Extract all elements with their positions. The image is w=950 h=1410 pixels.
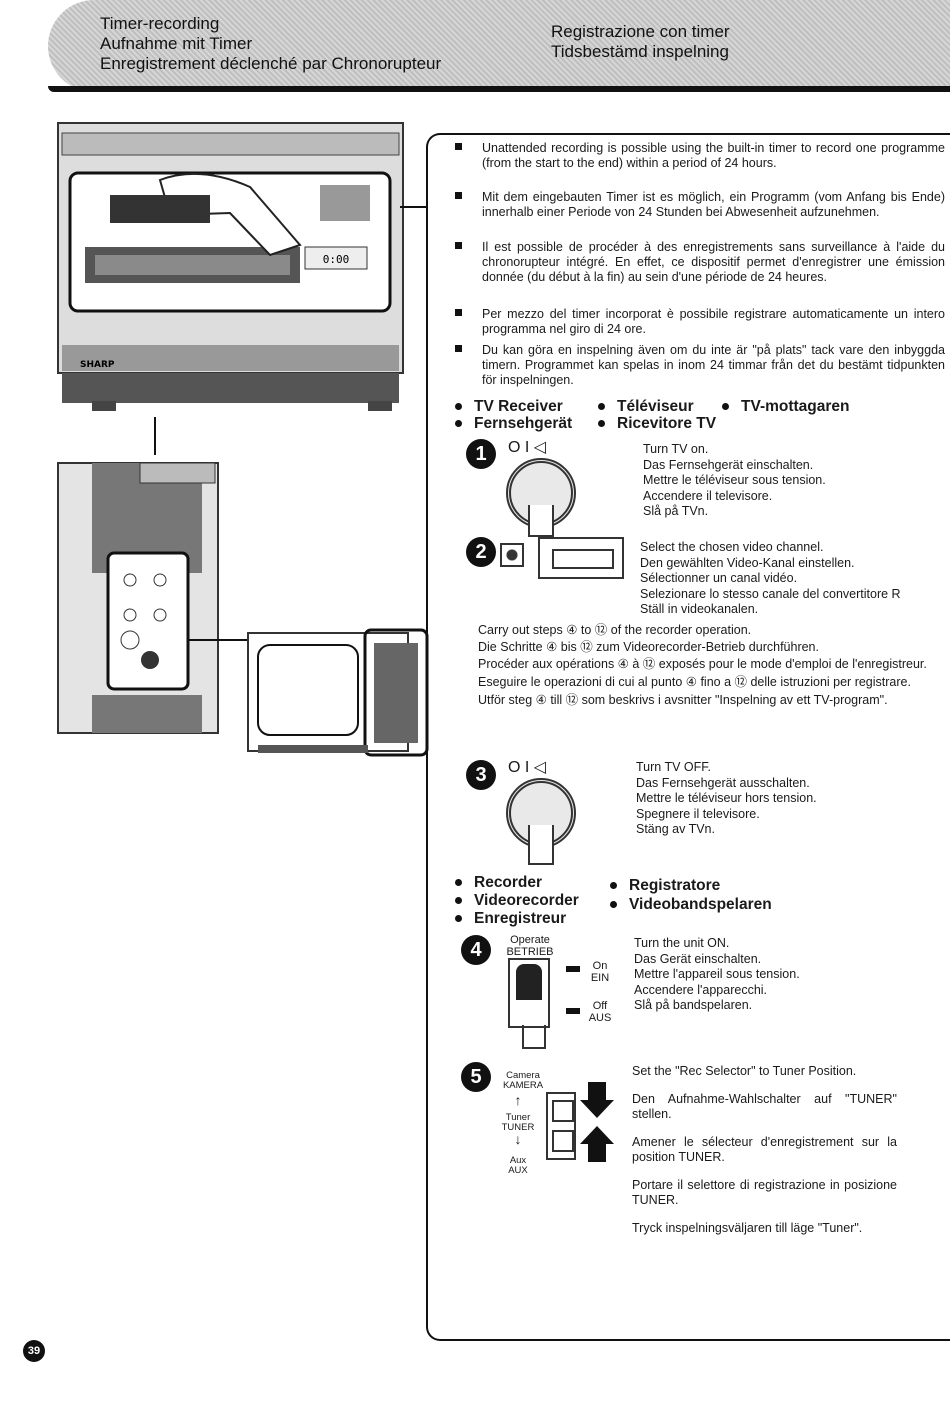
title-sv: Tidsbestämd inspelning — [551, 42, 729, 61]
step-5-text: Set the "Rec Selector" to Tuner Position… — [632, 1064, 897, 1235]
header-banner — [48, 0, 950, 92]
intro-bullet-en: Unattended recording is possible using t… — [455, 141, 945, 171]
title-en: Timer-recording — [100, 14, 220, 33]
timer-display: 0:00 — [323, 253, 350, 266]
recorder-headings-right: Registratore Videobandspelaren — [610, 876, 772, 914]
recorder-front-view: 0:00 SHARP — [57, 122, 404, 411]
header-title-right: Registrazione con timer Tidsbestämd insp… — [551, 22, 730, 62]
intro-bullet-it: Per mezzo del timer incorporat è possibi… — [455, 307, 945, 337]
finger-icon — [528, 825, 554, 865]
title-de: Aufnahme mit Timer — [100, 34, 253, 53]
step-3-text: Turn TV OFF.Das Fernsehgerät ausschalten… — [636, 760, 817, 836]
tv-heading-1: TV Receiver — [455, 398, 563, 416]
brand-label: SHARP — [80, 360, 115, 370]
rec-selector-switch-icon — [546, 1092, 576, 1160]
power-symbol-icon: O I ◁ — [508, 759, 547, 776]
step-4-number: 4 — [461, 935, 491, 965]
portable-recorder — [57, 462, 219, 734]
on-marker-icon — [566, 966, 580, 972]
page-number: 39 — [23, 1340, 45, 1362]
selector-arrows-icon — [580, 1082, 614, 1162]
tv-heading-4: Fernsehgerät — [455, 415, 572, 433]
intro-bullet-fr: Il est possible de procéder à des enregi… — [455, 240, 945, 285]
power-symbol-icon: O I ◁ — [508, 439, 547, 456]
title-it: Registrazione con timer — [551, 22, 730, 41]
tv-heading-2: Téléviseur — [598, 398, 694, 416]
hand-illustration — [158, 172, 302, 257]
tv-heading-3: TV-mottagaren — [722, 398, 850, 416]
step-1-text: Turn TV on.Das Fernsehgerät einschalten.… — [643, 442, 826, 518]
header-title-left: Timer-recording Aufnahme mit Timer Enreg… — [100, 14, 441, 74]
finger-icon — [522, 1025, 546, 1049]
instruction-panel — [426, 133, 950, 1341]
off-marker-icon — [566, 1008, 580, 1014]
step-5-number: 5 — [461, 1062, 491, 1092]
arrow-down-icon: ↓ — [514, 1131, 522, 1147]
step-2-text: Select the chosen video channel.Den gewä… — [640, 540, 901, 616]
tv-receiver — [247, 628, 429, 757]
channel-selector-icon — [538, 537, 624, 579]
tv-heading-5: Ricevitore TV — [598, 415, 716, 433]
arrow-up-icon: ↑ — [514, 1092, 522, 1108]
equipment-illustration: 0:00 SHARP — [57, 122, 429, 757]
carry-out-text: Carry out steps ④ to ⑫ of the recorder o… — [478, 623, 927, 707]
intro-bullet-sv: Du kan göra en inspelning även om du int… — [455, 343, 945, 388]
step-3-number: 3 — [466, 760, 496, 790]
title-fr: Enregistrement déclenché par Chronorupte… — [100, 54, 442, 73]
operate-switch-icon — [508, 958, 550, 1028]
intro-bullet-de: Mit dem eingebauten Timer ist es möglich… — [455, 190, 945, 220]
recorder-headings-left: Recorder Videorecorder Enregistreur — [455, 874, 579, 928]
finger-icon — [528, 505, 554, 537]
channel-knob-icon — [500, 543, 524, 567]
step-4-text: Turn the unit ON.Das Gerät einschalten.M… — [634, 936, 800, 1012]
step-1-number: 1 — [466, 439, 496, 469]
step-2-number: 2 — [466, 537, 496, 567]
